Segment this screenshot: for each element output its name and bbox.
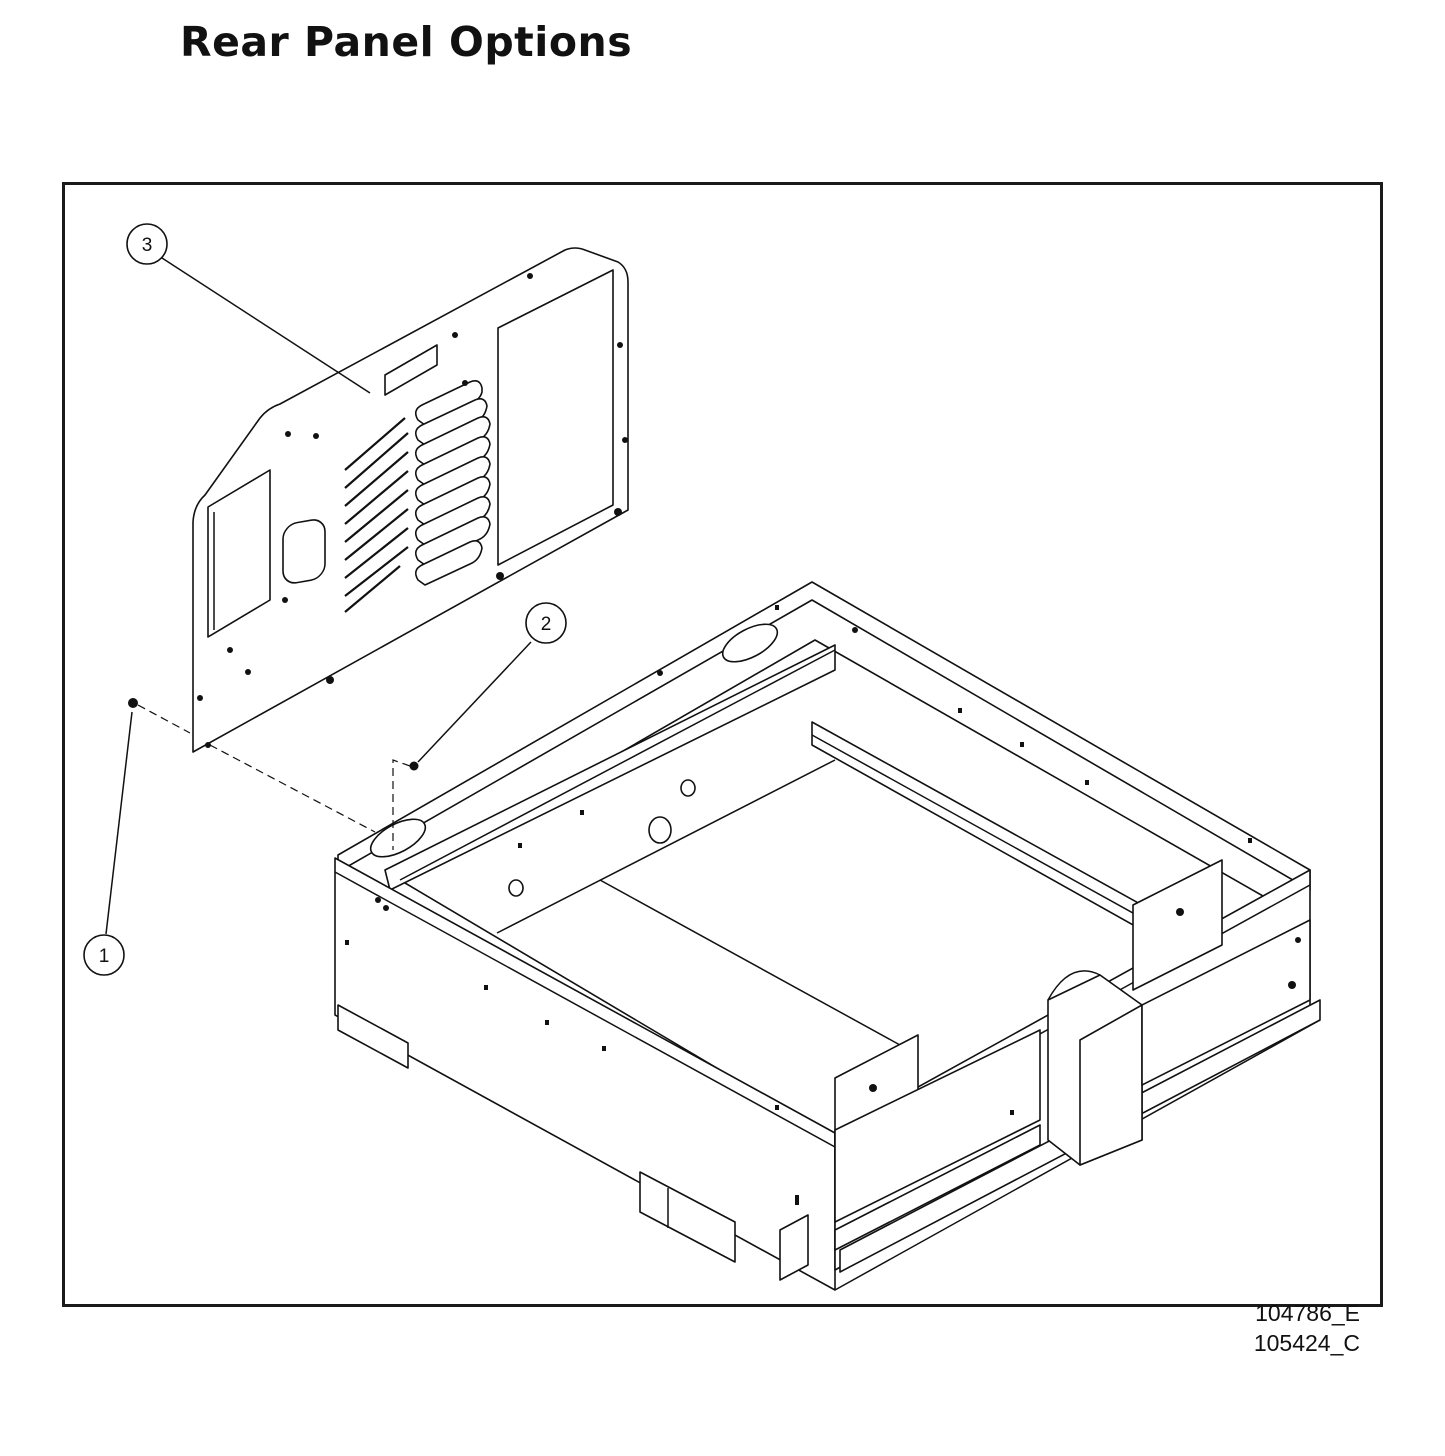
diagram-frame — [62, 182, 1383, 1307]
rear-panel — [192, 247, 629, 753]
callout-1: 1 — [83, 934, 125, 976]
drawing-number-1: 104786_E — [1255, 1300, 1360, 1326]
svg-text:2: 2 — [541, 614, 552, 635]
drawing-number-2: 105424_C — [1253, 1330, 1360, 1356]
svg-text:1: 1 — [99, 946, 110, 967]
louver-vents — [344, 417, 409, 613]
slot-vents — [414, 380, 491, 586]
svg-text:3: 3 — [142, 235, 153, 256]
page-title: Rear Panel Options — [180, 18, 633, 66]
callout-3: 3 — [126, 223, 168, 265]
base-frame — [334, 581, 1321, 1291]
callout-2: 2 — [525, 602, 567, 644]
fastener-nut — [409, 761, 419, 771]
fastener-screw — [128, 698, 138, 708]
